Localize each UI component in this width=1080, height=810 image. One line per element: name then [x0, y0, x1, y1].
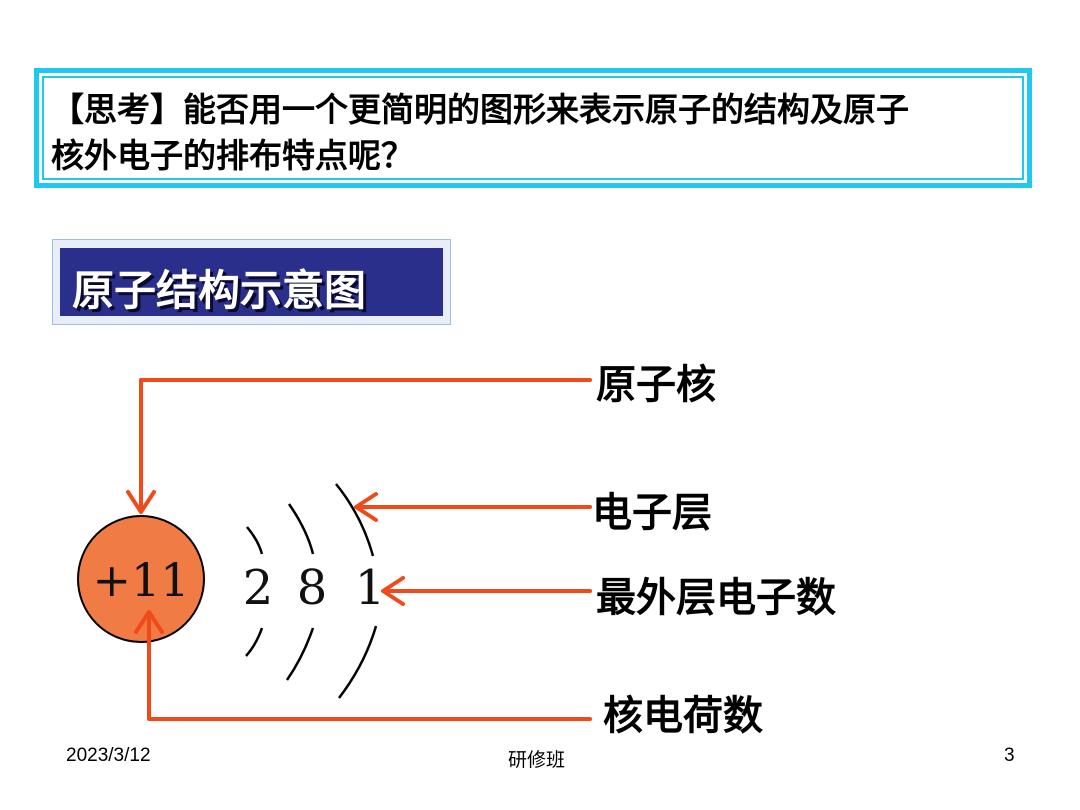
arrow-nuclear-charge: [147, 612, 592, 721]
question-line-1: 【思考】能否用一个更简明的图形来表示原子的结构及原子: [51, 90, 909, 129]
question-text: 【思考】能否用一个更简明的图形来表示原子的结构及原子 核外电子的排布特点呢？: [51, 87, 997, 179]
electron-count-shell-2: 8: [297, 560, 328, 616]
question-box: 【思考】能否用一个更简明的图形来表示原子的结构及原子 核外电子的排布特点呢？: [34, 68, 1032, 188]
arrow-outer-electrons-head: [381, 576, 405, 606]
electron-count-shell-1: 2: [243, 560, 274, 616]
shell-arc-3-bottom: [338, 625, 378, 699]
title-box: 原子结构示意图: [52, 239, 451, 325]
arrow-nuclear-charge-head: [134, 610, 164, 634]
shell-arc-1-bottom: [245, 627, 264, 657]
electron-count-shell-3: 1: [355, 560, 386, 616]
electron-shells: [245, 483, 378, 699]
arrow-shell-head: [354, 492, 378, 522]
label-electron-shell: 电子层: [592, 490, 712, 536]
shell-arc-2-top: [287, 503, 315, 555]
footer-page-number: 3: [1004, 745, 1015, 766]
shell-arc-2-bottom: [285, 627, 315, 681]
footer-date: 2023/3/12: [66, 745, 151, 766]
title-banner: 原子结构示意图: [60, 248, 443, 316]
arrow-nucleus: [139, 378, 592, 512]
slide-title: 原子结构示意图: [72, 266, 367, 315]
arrow-nucleus-head: [126, 490, 156, 514]
label-nuclear-charge: 核电荷数: [603, 693, 763, 739]
shell-arc-3-top: [335, 483, 375, 557]
question-box-inner-border: [42, 76, 1024, 180]
question-line-2: 核外电子的排布特点呢？: [51, 136, 414, 175]
shell-arc-1-top: [246, 526, 264, 555]
label-outer-electrons: 最外层电子数: [596, 575, 836, 621]
nucleus-charge: +11: [92, 553, 189, 607]
nucleus-circle: [77, 515, 205, 643]
label-nucleus: 原子核: [596, 362, 716, 408]
footer-center-text: 研修班: [508, 749, 566, 771]
